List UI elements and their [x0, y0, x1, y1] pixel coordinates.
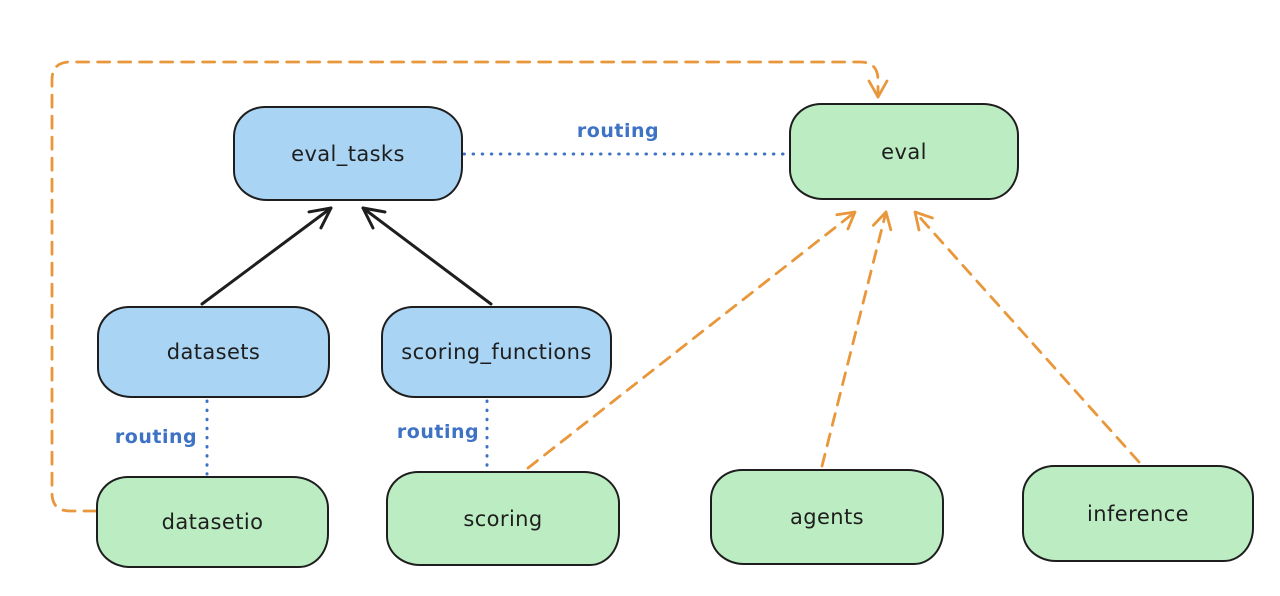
edge-datasetio-to-eval — [50, 60, 889, 513]
node-datasetio: datasetio — [96, 476, 329, 568]
edge-agents-to-eval — [820, 210, 893, 468]
node-scoring-label: scoring — [463, 506, 543, 531]
node-agents: agents — [710, 469, 944, 565]
node-datasets: datasets — [97, 306, 330, 398]
node-datasetio-label: datasetio — [161, 510, 264, 534]
edge-scoring_functions-to-eval_tasks — [361, 206, 493, 306]
node-inference-label: inference — [1087, 501, 1189, 526]
node-datasets-label: datasets — [166, 340, 261, 364]
node-eval-label: eval — [881, 139, 927, 164]
edge-datasets-to-eval_tasks — [200, 206, 333, 306]
edge-scoring-to-eval — [526, 210, 857, 470]
node-inference: inference — [1022, 465, 1254, 562]
node-agents-label: agents — [789, 505, 864, 529]
node-eval_tasks: eval_tasks — [233, 106, 463, 201]
node-scoring_functions-label: scoring_functions — [401, 340, 592, 364]
routing-label-datasets-datasetio: routing — [114, 426, 198, 448]
routing-label-eval_tasks-eval: routing — [576, 120, 660, 142]
edge-inference-to-eval — [913, 210, 1141, 464]
routing-label-scoring_functions-scoring: routing — [396, 421, 480, 443]
node-eval: eval — [789, 103, 1019, 200]
node-eval_tasks-label: eval_tasks — [291, 141, 405, 166]
node-scoring_functions: scoring_functions — [381, 306, 612, 398]
node-scoring: scoring — [386, 471, 620, 566]
